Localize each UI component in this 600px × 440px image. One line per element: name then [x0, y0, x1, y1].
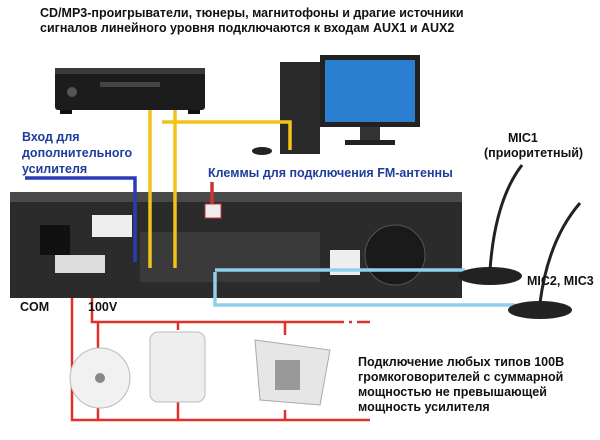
microphone-mic23 [508, 202, 582, 319]
title-line-1: CD/MP3-проигрыватели, тюнеры, магнитофон… [40, 6, 464, 20]
com-label: COM [20, 300, 50, 314]
aux-amp-label-1: Вход для [22, 130, 80, 144]
title-line-2: сигналов линейного уровня подключаются к… [40, 21, 455, 35]
amp-out-cable [25, 176, 137, 262]
mic1-label-1: MIC1 [508, 131, 538, 145]
speakers-note-2: громкоговорителей с суммарной [358, 370, 564, 384]
aux-amp-label-3: усилителя [22, 162, 88, 176]
microphone-mic1 [458, 164, 524, 285]
aux-amp-label-2: дополнительного [22, 146, 133, 160]
cd-player [55, 68, 205, 114]
computer [252, 55, 420, 155]
v100-label: 100V [88, 300, 118, 314]
wall-speaker [149, 331, 206, 403]
ceiling-speaker [69, 347, 131, 409]
speakers-note-4: мощность усилителя [358, 400, 490, 414]
fm-label: Клеммы для подключения FM-антенны [208, 166, 453, 180]
mic23-label: MIC2, MIC3 [527, 274, 594, 288]
amplifier [10, 192, 462, 298]
mic1-label-2: (приоритетный) [484, 146, 584, 160]
horn-speaker [254, 339, 331, 406]
aux-cable-3 [162, 120, 292, 150]
speakers-note-1: Подключение любых типов 100В [358, 355, 565, 369]
speakers-note-3: мощностью не превышающей [358, 385, 547, 399]
mic23-cable [213, 272, 515, 307]
